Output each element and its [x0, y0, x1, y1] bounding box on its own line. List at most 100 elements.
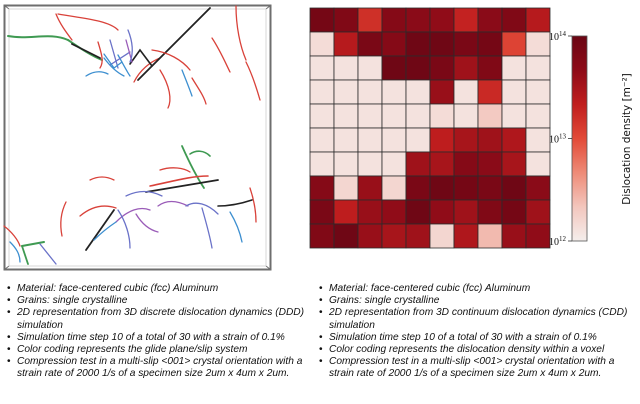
- heatmap-cell: [381, 31, 407, 57]
- colorbar-tick-label: 1012: [549, 235, 567, 248]
- heatmap-cell: [525, 151, 551, 177]
- heatmap-cell: [357, 79, 383, 105]
- heatmap-cell: [333, 79, 359, 105]
- heatmap-cell: [453, 223, 479, 249]
- heatmap-cell: [381, 199, 407, 225]
- heatmap-cell: [477, 55, 503, 81]
- heatmap-cell: [405, 31, 431, 57]
- heatmap-cell: [309, 199, 335, 225]
- heatmap-cell: [429, 103, 455, 129]
- dislocation-lines-bottom: [3, 145, 257, 265]
- heatmap-cell: [477, 175, 503, 201]
- cdd-bullet-material: Material: face-centered cubic (fcc) Alum…: [318, 283, 634, 295]
- heatmap-cell: [477, 7, 503, 33]
- heatmap-cell: [453, 103, 479, 129]
- ddd-bullet-representation: 2D representation from 3D discrete dislo…: [6, 307, 306, 331]
- heatmap-cell: [309, 55, 335, 81]
- heatmap-cell: [525, 31, 551, 57]
- heatmap-cell: [405, 7, 431, 33]
- heatmap-cell: [501, 151, 527, 177]
- ddd-dislocation-plot: [3, 4, 272, 271]
- heatmap-cell: [405, 199, 431, 225]
- heatmap-cell: [477, 223, 503, 249]
- cdd-bullet-representation: 2D representation from 3D continuum disl…: [318, 307, 634, 331]
- heatmap-cell: [333, 175, 359, 201]
- dislocation-lines-top: [7, 5, 261, 109]
- heatmap-cell: [453, 55, 479, 81]
- heatmap-cell: [309, 79, 335, 105]
- heatmap-cell: [429, 151, 455, 177]
- heatmap-cell: [357, 7, 383, 33]
- heatmap-cell: [453, 151, 479, 177]
- heatmap-cell: [453, 7, 479, 33]
- heatmap-cell: [525, 7, 551, 33]
- ddd-description-list: Material: face-centered cubic (fcc) Alum…: [6, 283, 306, 381]
- heatmap-cell: [309, 31, 335, 57]
- heatmap-cell: [477, 127, 503, 153]
- ddd-bullet-compression-test: Compression test in a multi-slip <001> c…: [6, 356, 306, 380]
- heatmap-cell: [333, 103, 359, 129]
- heatmap-cell: [357, 175, 383, 201]
- heatmap-cell: [357, 31, 383, 57]
- heatmap-cell: [333, 151, 359, 177]
- heatmap-cell: [429, 7, 455, 33]
- heatmap-cell: [453, 31, 479, 57]
- heatmap-cell: [501, 7, 527, 33]
- heatmap-cell: [525, 223, 551, 249]
- heatmap-cell: [381, 55, 407, 81]
- heatmap-cell: [429, 199, 455, 225]
- heatmap-cell: [501, 175, 527, 201]
- colorbar-gradient: [571, 35, 588, 242]
- heatmap-cell: [501, 31, 527, 57]
- heatmap-cell: [309, 175, 335, 201]
- heatmap-cell: [429, 223, 455, 249]
- heatmap-cell: [405, 55, 431, 81]
- heatmap-cell: [525, 103, 551, 129]
- heatmap-cell: [501, 79, 527, 105]
- heatmap-cell: [357, 199, 383, 225]
- heatmap-cell: [477, 103, 503, 129]
- heatmap-cell: [333, 223, 359, 249]
- heatmap-cell: [333, 199, 359, 225]
- cdd-bullet-color-coding: Color coding represents the dislocation …: [318, 344, 634, 356]
- heatmap-cell: [525, 55, 551, 81]
- heatmap-cell: [381, 175, 407, 201]
- heatmap-cell: [525, 175, 551, 201]
- heatmap-cell: [333, 31, 359, 57]
- heatmap-cell: [501, 55, 527, 81]
- heatmap-cell: [357, 223, 383, 249]
- heatmap-cell: [453, 79, 479, 105]
- heatmap-cell: [453, 127, 479, 153]
- heatmap-cell: [405, 127, 431, 153]
- heatmap-cell: [477, 79, 503, 105]
- heatmap-cell: [357, 127, 383, 153]
- heatmap-cell: [501, 103, 527, 129]
- heatmap-cell: [429, 175, 455, 201]
- heatmap-cell: [477, 31, 503, 57]
- heatmap-cell: [381, 103, 407, 129]
- heatmap-cell: [333, 55, 359, 81]
- cdd-bullet-timestep: Simulation time step 10 of a total of 30…: [318, 332, 634, 344]
- colorbar-label: Dislocation density [m⁻²]: [621, 73, 633, 204]
- heatmap-cell: [501, 127, 527, 153]
- heatmap-cell: [309, 127, 335, 153]
- simulation-box: [3, 4, 272, 271]
- ddd-bullet-material: Material: face-centered cubic (fcc) Alum…: [6, 283, 306, 295]
- heatmap-cell: [333, 127, 359, 153]
- heatmap-cell: [405, 79, 431, 105]
- heatmap-cell: [405, 151, 431, 177]
- heatmap-cell: [477, 199, 503, 225]
- heatmap-cell: [309, 103, 335, 129]
- heatmap-cell: [405, 223, 431, 249]
- heatmap-cell: [429, 55, 455, 81]
- heatmap-cell: [525, 127, 551, 153]
- heatmap-cell: [525, 79, 551, 105]
- ddd-bullet-color-coding: Color coding represents the glide plane/…: [6, 344, 306, 356]
- heatmap-cell: [333, 7, 359, 33]
- heatmap-cell: [525, 199, 551, 225]
- heatmap-cell: [381, 7, 407, 33]
- heatmap-cell: [501, 199, 527, 225]
- colorbar-tick-label: 1014: [549, 30, 567, 43]
